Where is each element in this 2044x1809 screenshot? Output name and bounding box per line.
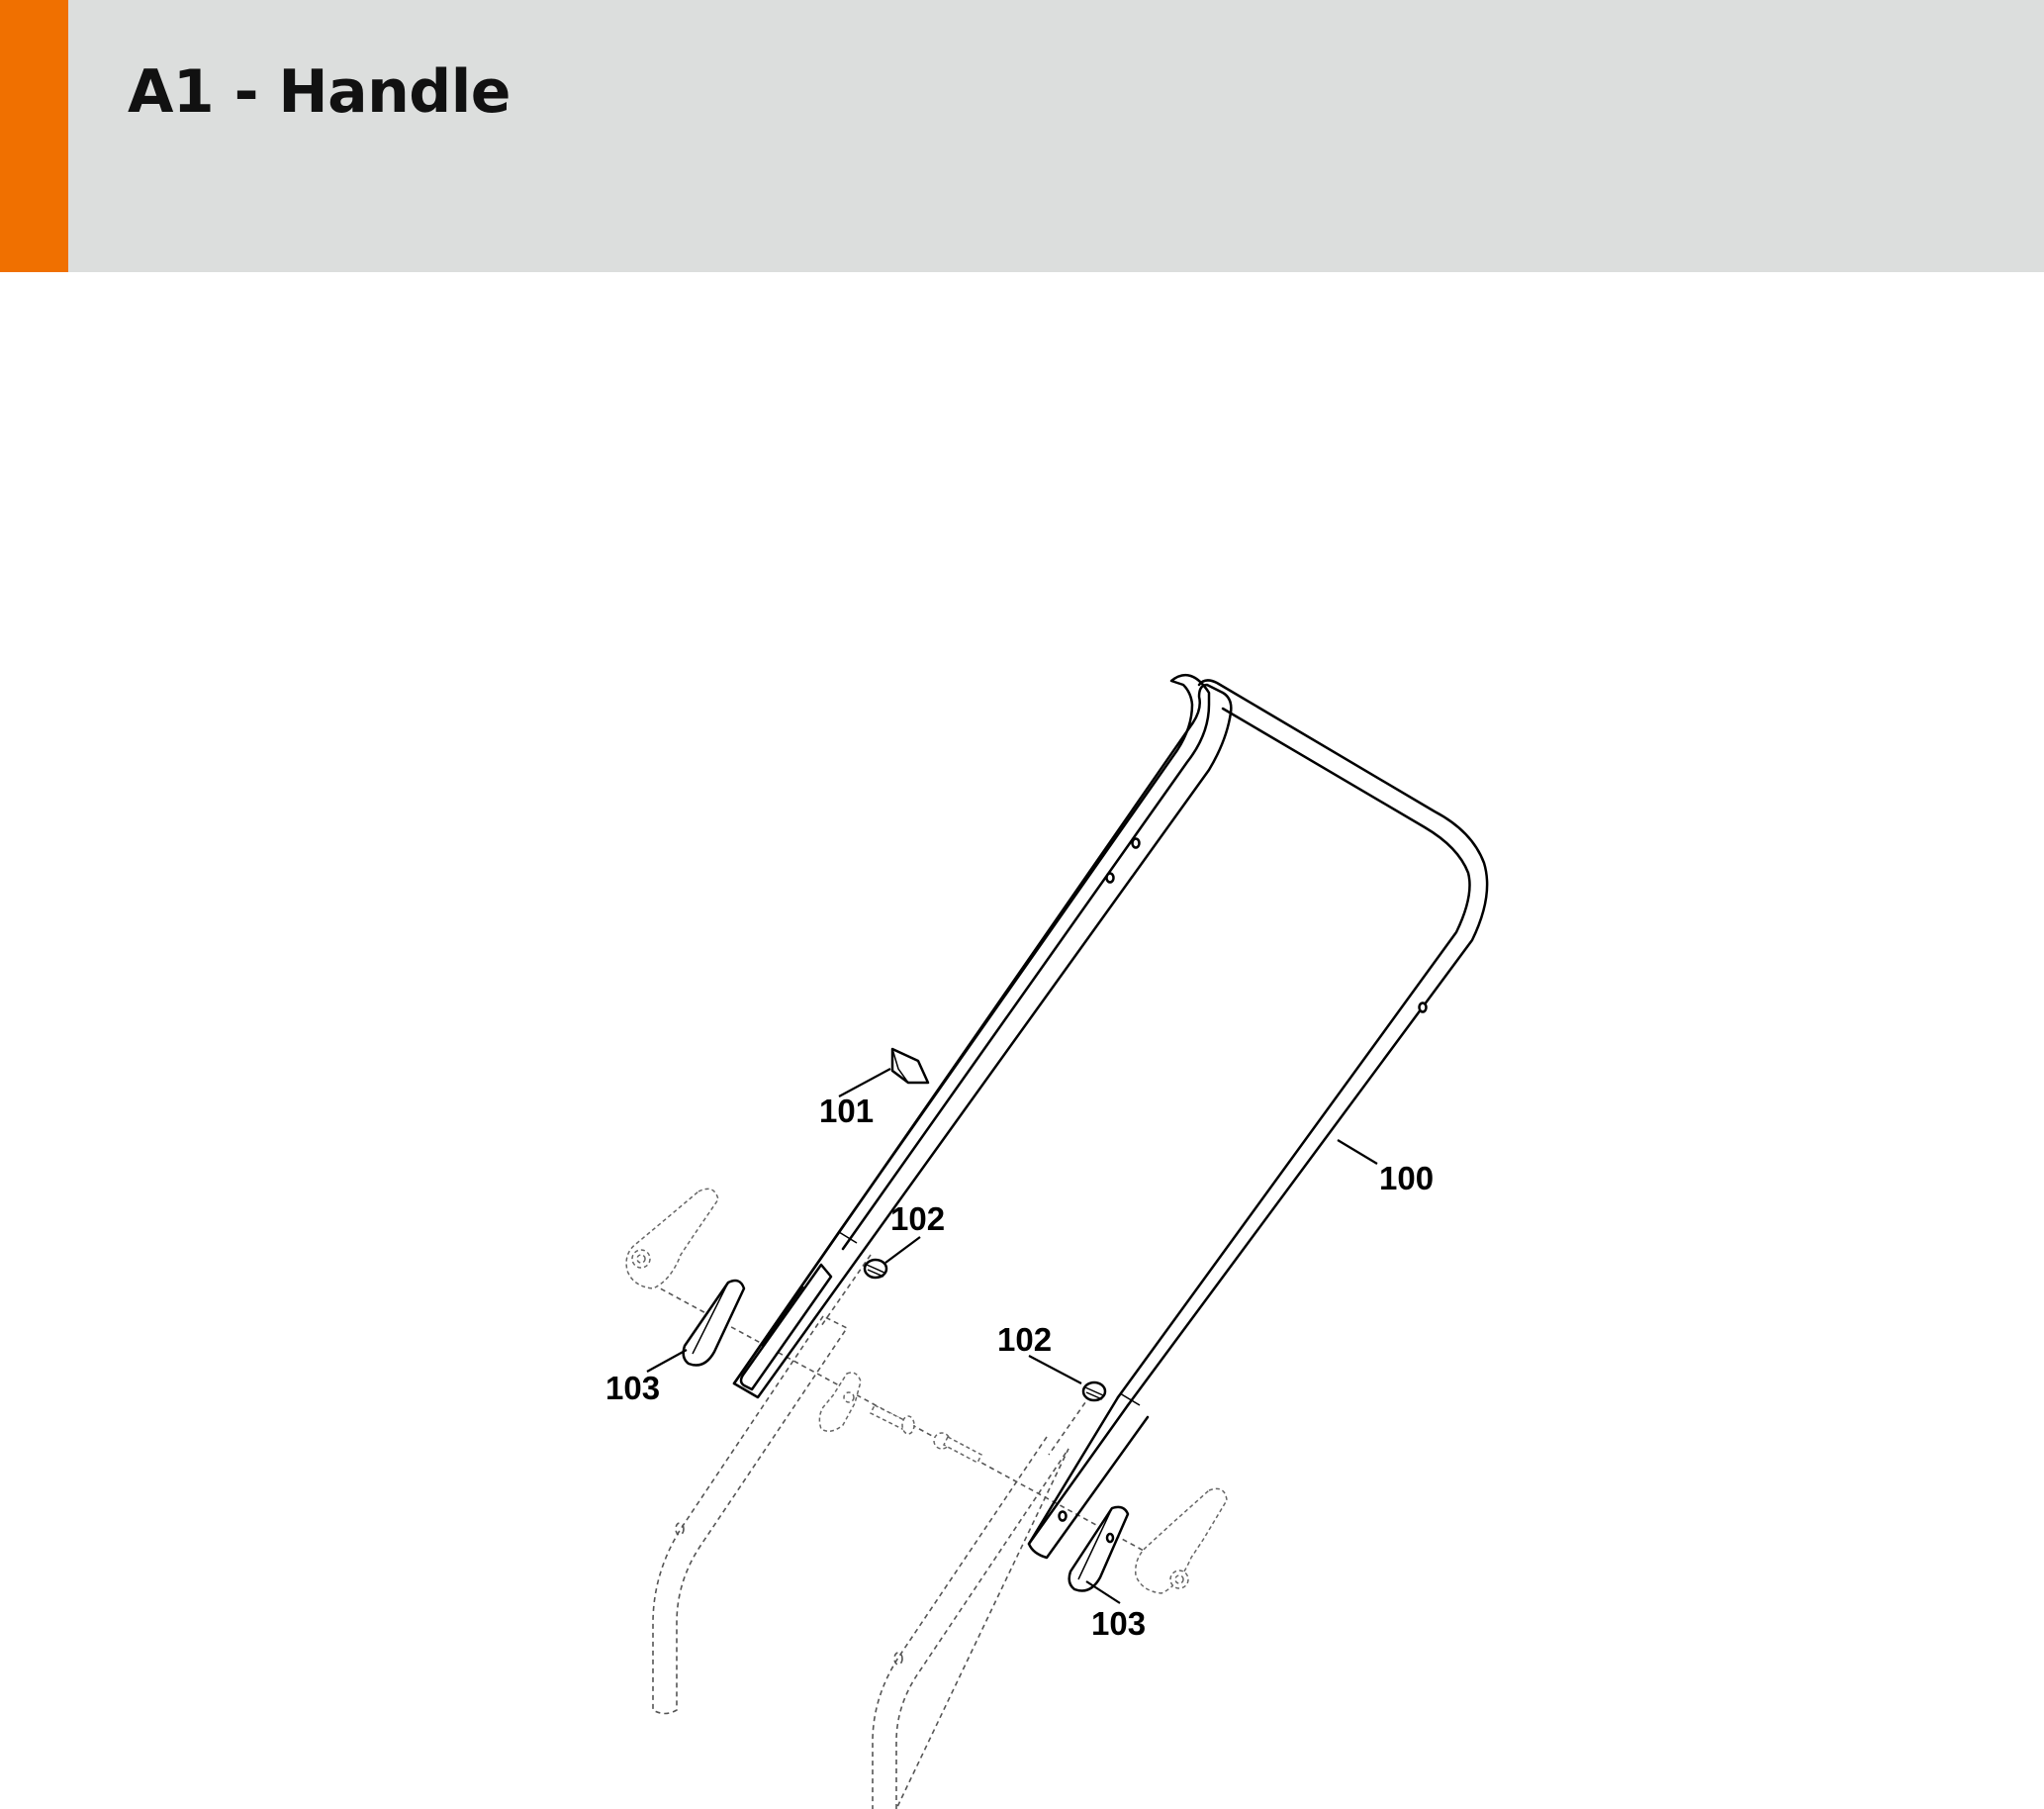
callout-103-right: 103 — [1091, 1605, 1146, 1642]
callout-103-left: 103 — [605, 1370, 660, 1406]
lower-handle-ghost — [652, 1254, 1168, 1809]
center-hardware-ghost — [818, 1372, 982, 1465]
callout-102-right: 102 — [997, 1321, 1052, 1358]
callout-101: 101 — [819, 1093, 874, 1129]
part-102-plug-right — [1028, 1355, 1107, 1402]
leader-100 — [1337, 1139, 1378, 1165]
page-header: A1 - Handle — [0, 0, 2044, 272]
callout-102-left: 102 — [890, 1200, 945, 1237]
part-102-plug-left — [863, 1236, 921, 1280]
part-101-cap — [838, 1047, 930, 1097]
page-title: A1 - Handle — [128, 57, 511, 127]
clamp-lever-left-ghost — [625, 1188, 719, 1289]
clamp-lever-right-ghost — [1135, 1487, 1228, 1594]
part-103-insert-left — [646, 1279, 746, 1373]
part-103-insert-right — [1068, 1505, 1130, 1604]
callout-100: 100 — [1379, 1160, 1434, 1196]
header-accent-bar — [0, 0, 68, 272]
handle-upper-frame — [732, 673, 1489, 1560]
